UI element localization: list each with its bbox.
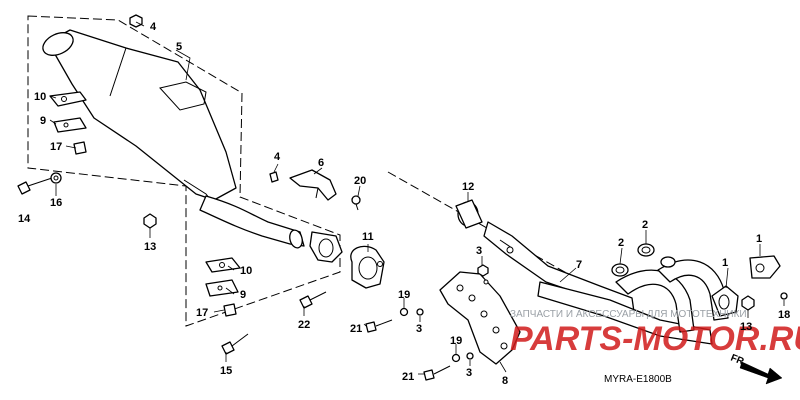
callout-3-upper: 3 xyxy=(476,245,482,257)
callout-numbers: 4 5 10 9 17 14 16 13 4 6 20 11 10 9 17 2… xyxy=(18,21,790,387)
callout-1-left: 1 xyxy=(722,257,728,269)
callout-14: 14 xyxy=(18,213,31,225)
heat-shield xyxy=(439,271,521,365)
callout-4-upper: 4 xyxy=(150,21,157,33)
callout-2-left: 2 xyxy=(618,237,624,249)
callout-10-upper: 10 xyxy=(34,91,46,103)
pipe-bends xyxy=(611,243,729,333)
callout-6: 6 xyxy=(318,157,324,169)
gasket xyxy=(309,231,343,263)
callout-17-lower: 17 xyxy=(196,307,208,319)
callout-3-middle: 3 xyxy=(416,323,422,335)
callout-5: 5 xyxy=(176,41,182,53)
bracket xyxy=(289,169,337,201)
exhaust-pipe xyxy=(455,199,713,345)
callout-16: 16 xyxy=(50,197,62,209)
callout-18: 18 xyxy=(778,309,790,321)
rubber-mount-lower xyxy=(205,257,241,317)
callout-19-upper: 19 xyxy=(398,289,410,301)
callout-17-upper: 17 xyxy=(50,141,62,153)
watermark-brand: PARTS-MOTOR.RU xyxy=(510,320,800,358)
callout-11: 11 xyxy=(362,231,374,243)
joint-flange xyxy=(711,255,788,317)
exhaust-clamp xyxy=(350,245,385,289)
callout-8: 8 xyxy=(502,375,508,387)
rubber-mount-upper xyxy=(49,91,87,155)
callout-4-lower: 4 xyxy=(274,151,281,163)
callout-7: 7 xyxy=(576,259,582,271)
bolt-14 xyxy=(17,177,53,195)
callout-21-upper: 21 xyxy=(350,323,362,335)
fasteners-lower xyxy=(365,264,489,381)
diagram-code: MYRA-E1800B xyxy=(604,374,672,385)
callout-19-lower: 19 xyxy=(450,335,462,347)
callout-21-lower: 21 xyxy=(402,371,414,383)
callout-12: 12 xyxy=(462,181,474,193)
callout-22: 22 xyxy=(298,319,310,331)
callout-20: 20 xyxy=(354,175,366,187)
watermark-tagline: ЗАПЧАСТИ И АКСЕССУАРЫ ДЛЯ МОТОТЕХНИКИ xyxy=(510,309,747,320)
muffler xyxy=(42,29,305,249)
callout-3-lower: 3 xyxy=(466,367,472,379)
callout-10-lower: 10 xyxy=(240,265,252,277)
callout-9-lower: 9 xyxy=(240,289,246,301)
nut-4-upper xyxy=(129,14,143,28)
callout-1-right: 1 xyxy=(756,233,762,245)
callout-13-right: 13 xyxy=(740,321,752,333)
nut-4-lower xyxy=(269,171,279,183)
callout-2-right: 2 xyxy=(642,219,648,231)
lead-lines xyxy=(49,21,785,375)
front-direction-arrow: FR. xyxy=(729,353,783,385)
bolt-15 xyxy=(221,333,249,355)
callout-13: 13 xyxy=(144,241,156,253)
callout-9-upper: 9 xyxy=(40,115,46,127)
bolt-20 xyxy=(351,195,361,211)
bolt-22 xyxy=(299,291,327,309)
callout-15: 15 xyxy=(220,365,232,377)
washer-16 xyxy=(50,172,62,184)
nut-13 xyxy=(143,213,157,229)
